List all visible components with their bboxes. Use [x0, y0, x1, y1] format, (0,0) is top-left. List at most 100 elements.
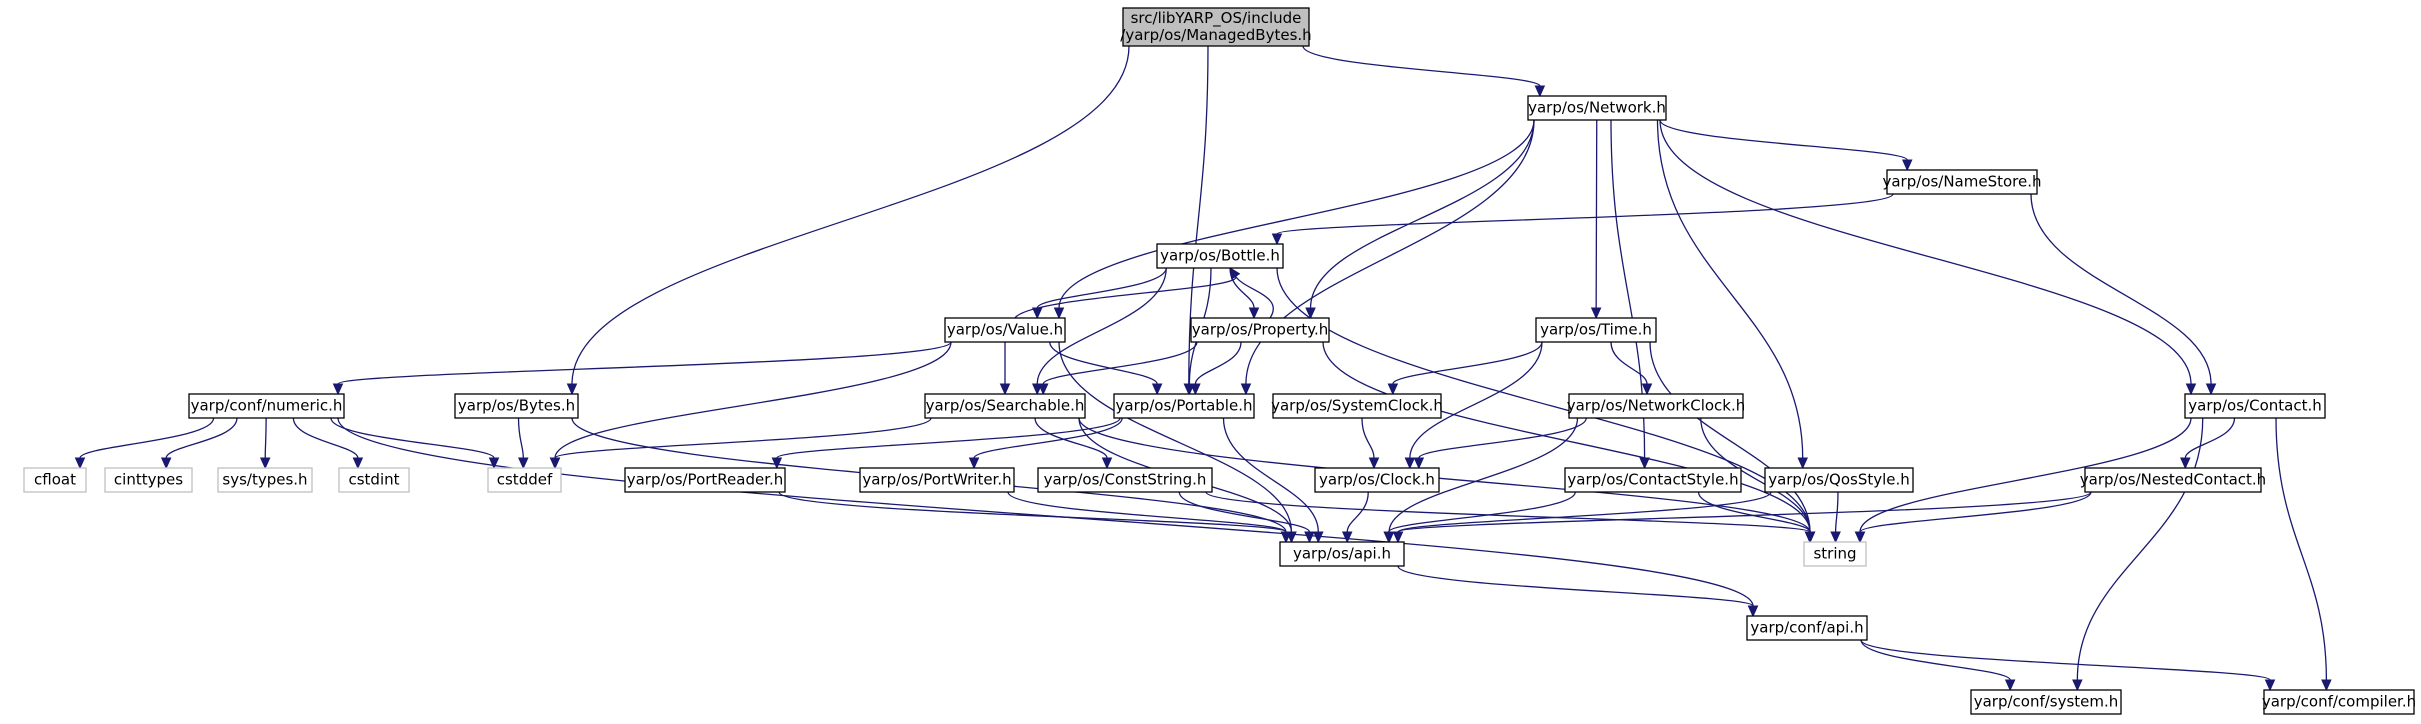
edge-portreader-to-osapi	[778, 491, 1292, 544]
edge-line	[1656, 119, 1804, 459]
node-label: yarp/os/NestedContact.h	[2080, 471, 2266, 489]
edge-contact-to-nestedcontact	[2180, 417, 2236, 470]
edge-property-to-searchable	[1037, 341, 1198, 396]
edge-line	[554, 341, 952, 459]
node-portable[interactable]: yarp/os/Portable.h	[1113, 393, 1255, 419]
edge-line	[1610, 341, 1648, 385]
node-box	[1886, 169, 2038, 195]
edge-line	[1034, 417, 1108, 459]
edge-arrowhead	[1101, 457, 1113, 470]
node-label: yarp/os/Clock.h	[1319, 471, 1435, 489]
edge-time-to-networkclock	[1610, 341, 1653, 396]
node-contact[interactable]: yarp/os/Contact.h	[2184, 393, 2326, 419]
node-qosstyle[interactable]: yarp/os/QosStyle.h	[1764, 467, 1914, 493]
node-label: yarp/os/Bottle.h	[1160, 247, 1280, 265]
node-systemclock[interactable]: yarp/os/SystemClock.h	[1271, 393, 1443, 419]
edge-namestore-to-contact	[2030, 193, 2217, 396]
edge-line	[1397, 491, 1772, 533]
edge-line	[165, 417, 238, 459]
node-label: yarp/os/Contact.h	[2188, 397, 2322, 415]
node-confapi[interactable]: yarp/conf/api.h	[1746, 615, 1868, 641]
edge-arrowhead	[488, 457, 500, 470]
edge-line	[1397, 491, 2092, 533]
edge-arrowhead	[1229, 266, 1241, 280]
edge-line	[1222, 417, 1319, 533]
edge-line	[2275, 417, 2328, 681]
edge-line	[1649, 341, 1811, 533]
edge-arrowhead	[1590, 307, 1602, 320]
node-bottle[interactable]: yarp/os/Bottle.h	[1156, 243, 1284, 269]
node-property[interactable]: yarp/os/Property.h	[1190, 317, 1330, 343]
node-contactstyle[interactable]: yarp/os/ContactStyle.h	[1564, 467, 1742, 493]
edge-portable-to-portwriter	[968, 417, 1123, 470]
node-networkclock[interactable]: yarp/os/NetworkClock.h	[1567, 393, 1746, 419]
node-namestore[interactable]: yarp/os/NameStore.h	[1882, 169, 2042, 195]
node-main[interactable]: src/libYARP_OS/include/yarp/os/ManagedBy…	[1120, 7, 1312, 47]
node-numeric[interactable]: yarp/conf/numeric.h	[188, 393, 345, 419]
node-label: yarp/os/ConstString.h	[1044, 471, 1207, 489]
node-box	[859, 467, 1015, 493]
edge-line	[1700, 417, 1811, 533]
edge-arrowhead	[1854, 531, 1866, 544]
edge-arrowhead	[549, 457, 561, 470]
node-box	[1535, 317, 1657, 343]
edge-numeric-to-cstdint	[292, 417, 364, 470]
edge-arrowhead	[771, 457, 783, 470]
node-time[interactable]: yarp/os/Time.h	[1535, 317, 1657, 343]
node-box	[1568, 393, 1744, 419]
edge-arrowhead	[518, 457, 529, 470]
node-label: yarp/os/ContactStyle.h	[1567, 471, 1738, 489]
node-compiler[interactable]: yarp/conf/compiler.h	[2262, 689, 2416, 715]
node-nestedcontact[interactable]: yarp/os/NestedContact.h	[2080, 467, 2266, 493]
node-box	[2263, 689, 2415, 715]
node-clock[interactable]: yarp/os/Clock.h	[1314, 467, 1440, 493]
edge-line	[1309, 119, 1535, 309]
edge-main-to-network	[1302, 45, 1546, 98]
edge-property-to-bottle	[1229, 266, 1274, 319]
edge-network-to-namestore	[1659, 119, 1913, 172]
edge-arrowhead	[1037, 383, 1049, 396]
edge-line	[1049, 341, 1158, 385]
edge-line	[1042, 341, 1198, 385]
edge-arrowhead	[999, 383, 1011, 396]
edge-main-to-bytes	[566, 45, 1130, 396]
edge-searchable-to-conststring	[1034, 417, 1113, 470]
edge-portwriter-to-osapi	[1007, 491, 1292, 544]
node-portwriter[interactable]: yarp/os/PortWriter.h	[859, 467, 1015, 493]
node-conststring[interactable]: yarp/os/ConstString.h	[1037, 467, 1213, 493]
edge-line	[973, 417, 1123, 459]
node-label: yarp/os/QosStyle.h	[1768, 471, 1910, 489]
node-box	[1279, 541, 1405, 567]
edge-line	[1194, 341, 1242, 385]
node-box	[1272, 393, 1442, 419]
edge-arrowhead	[1304, 531, 1315, 544]
edge-osapi-to-confapi	[1397, 565, 1759, 618]
node-label: src/libYARP_OS/include	[1131, 9, 1302, 28]
edge-line	[2030, 193, 2212, 385]
node-cstddef: cstddef	[487, 467, 562, 493]
edge-contact-to-compiler	[2275, 417, 2332, 692]
node-portreader[interactable]: yarp/os/PortReader.h	[624, 467, 786, 493]
node-label: cinttypes	[114, 471, 183, 489]
node-network[interactable]: yarp/os/Network.h	[1527, 95, 1667, 121]
edge-line	[1245, 119, 1535, 385]
node-bytes[interactable]: yarp/os/Bytes.h	[454, 393, 579, 419]
edge-line	[2184, 417, 2236, 459]
node-label: yarp/conf/api.h	[1750, 619, 1863, 637]
edge-line	[1205, 491, 1811, 533]
node-searchable[interactable]: yarp/os/Searchable.h	[924, 393, 1086, 419]
edge-nestedcontact-to-string	[1854, 491, 2092, 544]
edge-network-to-qosstyle	[1656, 119, 1808, 470]
node-osapi[interactable]: yarp/os/api.h	[1279, 541, 1405, 567]
node-system[interactable]: yarp/conf/system.h	[1970, 689, 2122, 715]
node-label: cstdint	[348, 471, 399, 489]
edge-arrowhead	[1534, 85, 1546, 98]
node-label: yarp/os/Time.h	[1540, 321, 1652, 339]
edge-numeric-to-cstddef	[330, 417, 500, 470]
node-value[interactable]: yarp/os/Value.h	[944, 317, 1066, 343]
edge-arrowhead	[74, 457, 86, 470]
edge-arrowhead	[1341, 531, 1353, 544]
edge-searchable-to-cstddef	[549, 417, 932, 470]
node-label: yarp/os/Portable.h	[1116, 397, 1253, 415]
